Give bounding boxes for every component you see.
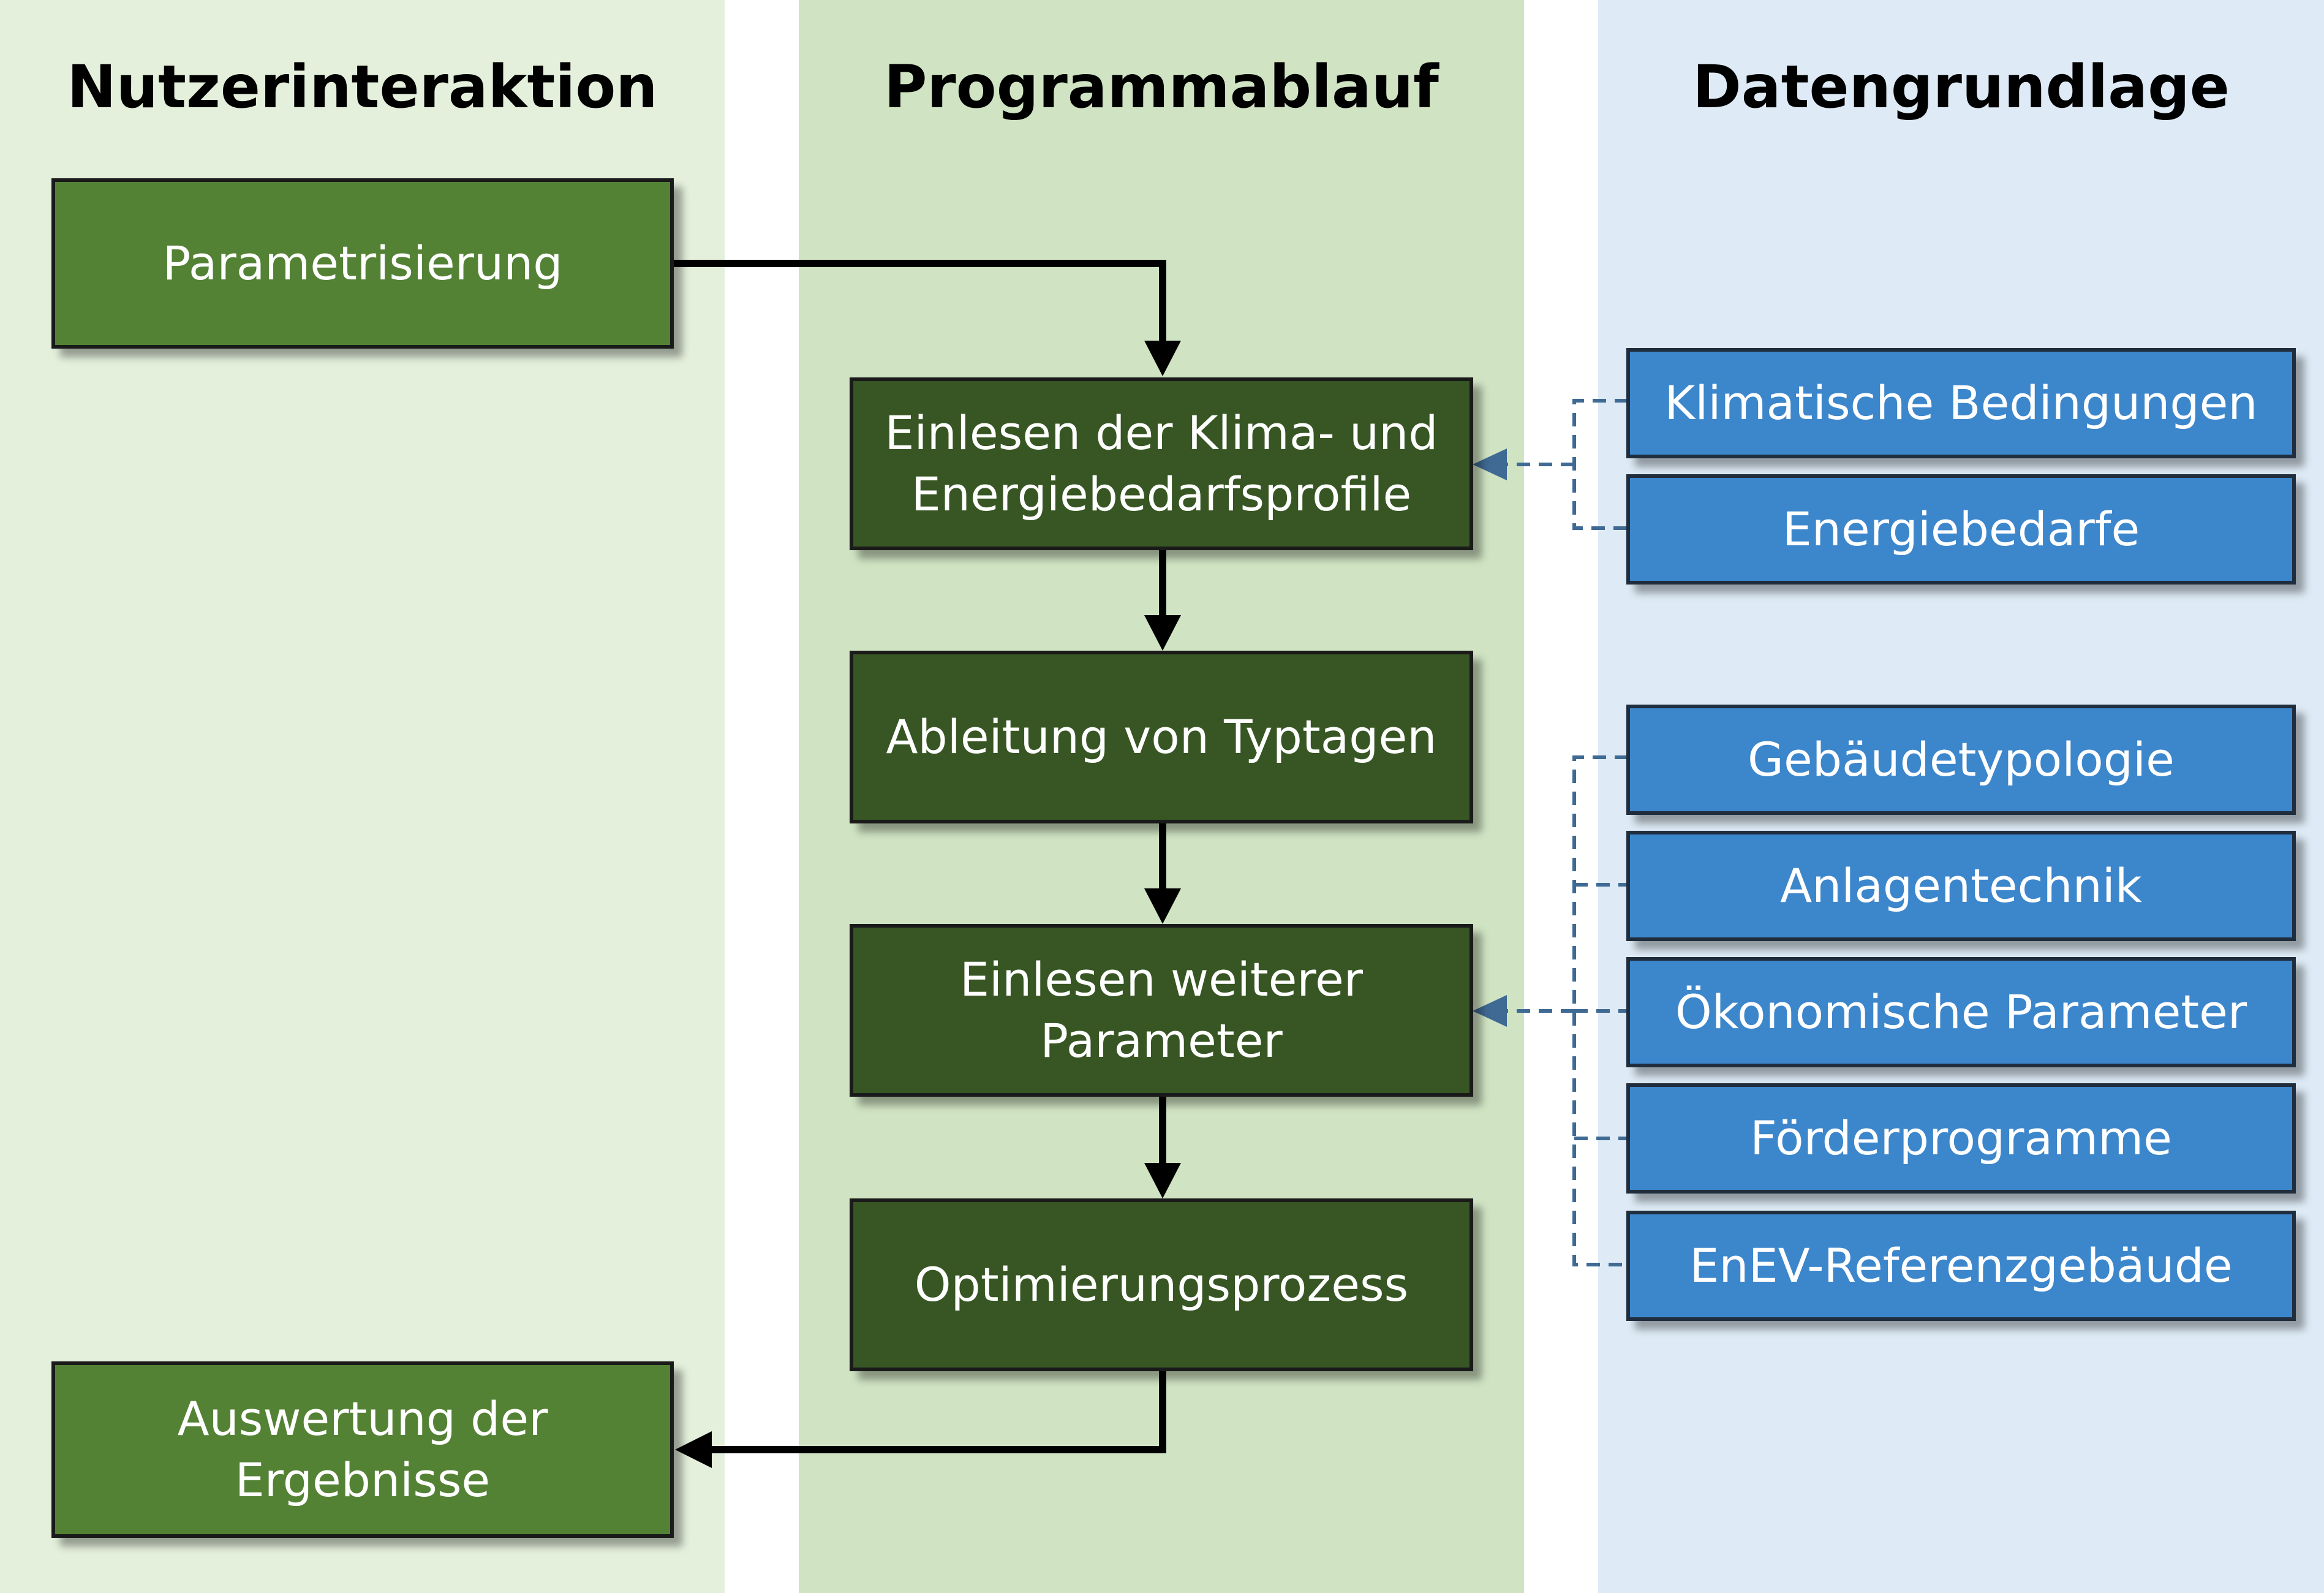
lane-title-data: Datengrundlage (1692, 53, 2230, 121)
lane-title-program: Programmablauf (884, 53, 1439, 121)
data-plant-technology[interactable]: Anlagentechnik (1626, 831, 2296, 941)
data-energy-demands[interactable]: Energiebedarfe (1626, 474, 2296, 585)
flow-arrow-optimization-to-evaluation (675, 1369, 1166, 1468)
data-climatic-conditions[interactable]: Klimatische Bedingungen (1626, 348, 2296, 458)
step-read-further-parameters[interactable]: Einlesen weiterer Parameter (850, 924, 1473, 1097)
data-connector-parameters-arrowhead (1473, 995, 1507, 1027)
flow-arrow-read-parameters-to-optimization (1144, 1097, 1181, 1198)
step-optimization-process[interactable]: Optimierungsprozess (850, 1198, 1473, 1371)
step-derive-typical-days[interactable]: Ableitung von Typtagen (850, 651, 1473, 823)
flow-arrow-parametrization-to-read-profiles (674, 260, 1181, 376)
flow-arrow-read-profiles-to-typical-days (1144, 549, 1181, 651)
data-enev-reference-building[interactable]: EnEV-Referenzgebäude (1626, 1211, 2296, 1321)
data-connector-profiles (1507, 399, 1628, 530)
lane-title-user: Nutzerinteraktion (67, 53, 658, 121)
step-read-climate-energy-profiles[interactable]: Einlesen der Klima- und Energiebedarfspr… (850, 377, 1473, 550)
flow-arrow-typical-days-to-read-parameters (1144, 822, 1181, 924)
data-connector-parameters (1507, 755, 1628, 1266)
data-connector-profiles-arrowhead (1473, 448, 1507, 480)
data-economic-parameters[interactable]: Ökonomische Parameter (1626, 957, 2296, 1067)
step-parametrization[interactable]: Parametrisierung (51, 178, 674, 349)
data-building-typology[interactable]: Gebäudetypologie (1626, 705, 2296, 815)
data-funding-programs[interactable]: Förderprogramme (1626, 1083, 2296, 1194)
step-evaluation[interactable]: Auswertung der Ergebnisse (51, 1361, 674, 1538)
